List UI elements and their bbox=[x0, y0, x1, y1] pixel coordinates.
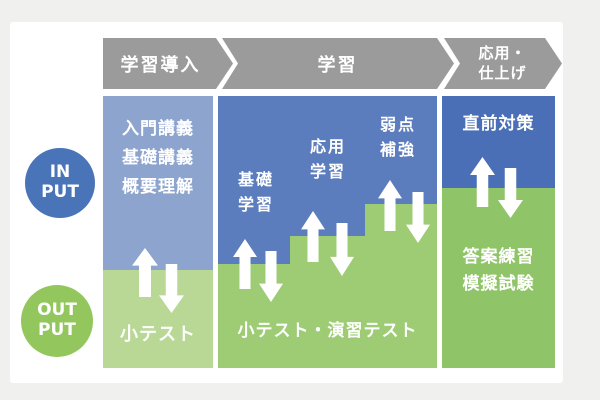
output-badge: OUT PUT bbox=[21, 285, 93, 357]
phase-banner-learning-label: 学習 bbox=[317, 54, 358, 76]
input-badge: IN PUT bbox=[25, 148, 95, 218]
column-learning-intro: 入門講義 基礎講義 概要理解 小テスト bbox=[103, 96, 213, 368]
phase-banner-intro-label: 学習導入 bbox=[120, 54, 201, 76]
phase-banner-learning: 学習 bbox=[222, 38, 454, 89]
phase-banner-intro: 学習導入 bbox=[103, 38, 233, 89]
finish-input-area bbox=[442, 96, 555, 188]
learning-output-step-2 bbox=[290, 236, 365, 368]
learning-output-step-1 bbox=[218, 264, 290, 368]
intro-output-label: 小テスト bbox=[120, 324, 196, 345]
learning-output-label: 小テスト・演習テスト bbox=[237, 321, 418, 341]
input-badge-label: IN PUT bbox=[41, 162, 79, 202]
finish-output-label: 答案練習 模擬試験 bbox=[462, 247, 535, 294]
finish-output-area bbox=[442, 188, 555, 368]
column-learning: 基礎 学習 応用 学習 弱点 補強 小テスト・演習テスト bbox=[218, 96, 437, 368]
applied-study-label: 応用 学習 bbox=[309, 137, 346, 181]
weakness-reinforce-label: 弱点 補強 bbox=[379, 115, 416, 159]
basic-study-label: 基礎 学習 bbox=[237, 170, 274, 214]
phase-banner-finish: 応用・ 仕上げ bbox=[444, 38, 562, 89]
intro-input-area bbox=[103, 96, 213, 270]
intro-output-area bbox=[103, 270, 213, 368]
finish-input-label: 直前対策 bbox=[462, 114, 535, 134]
output-badge-label: OUT PUT bbox=[37, 300, 77, 340]
column-finish: 直前対策 答案練習 模擬試験 bbox=[442, 96, 555, 368]
intro-input-label: 入門講義 基礎講義 概要理解 bbox=[122, 119, 194, 197]
phase-banner-finish-label: 応用・ 仕上げ bbox=[478, 44, 527, 82]
